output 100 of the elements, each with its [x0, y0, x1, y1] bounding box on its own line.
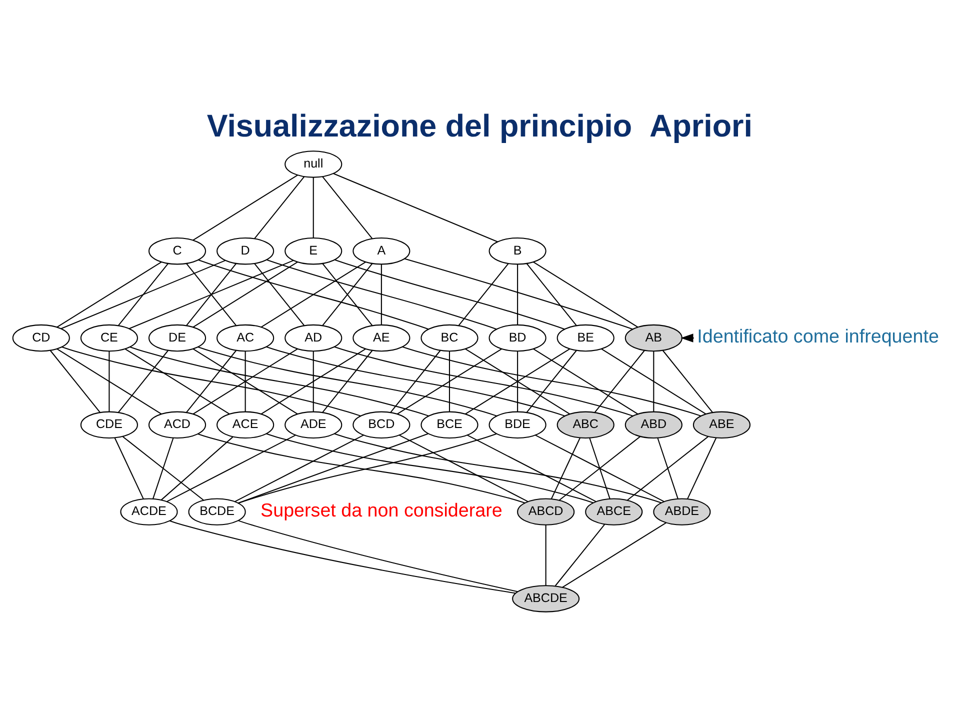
connector — [533, 262, 638, 328]
node-ellipse: ABC — [556, 411, 614, 439]
connector — [334, 259, 565, 330]
connector — [186, 350, 237, 413]
node-ellipse: BCDE — [188, 498, 246, 526]
node-ellipse: ABE — [692, 411, 751, 439]
connector — [312, 351, 314, 412]
connector — [62, 346, 361, 416]
connector — [130, 346, 429, 416]
node-ellipse: ACE — [216, 411, 274, 439]
node-ellipse: null — [284, 150, 342, 178]
connector — [192, 262, 298, 328]
node-ellipse: BDE — [488, 411, 546, 439]
connector — [550, 438, 581, 500]
connector — [562, 522, 666, 588]
connector — [129, 260, 294, 330]
connector — [334, 433, 662, 504]
node-ellipse: BCE — [420, 411, 478, 439]
connector — [56, 348, 162, 414]
connector — [118, 350, 168, 413]
connector — [533, 348, 638, 414]
connector — [238, 433, 428, 504]
connector — [402, 346, 702, 416]
connector — [152, 438, 174, 499]
node-ellipse: DE — [148, 324, 206, 352]
connector — [244, 351, 246, 412]
connector — [160, 436, 234, 500]
connector — [322, 350, 373, 413]
node-ellipse: AB — [624, 324, 682, 352]
node-ellipse: CDE — [80, 411, 138, 439]
connector — [458, 263, 509, 326]
connector — [517, 351, 518, 412]
connector — [589, 438, 610, 499]
node-ellipse: BD — [488, 324, 546, 352]
connector — [657, 438, 678, 499]
connector — [166, 434, 296, 502]
connector — [266, 346, 565, 416]
connector — [124, 348, 230, 414]
connector — [601, 348, 706, 414]
connector — [467, 434, 596, 502]
connector — [238, 520, 518, 592]
connector — [448, 351, 450, 412]
node-ellipse: ABCD — [517, 498, 575, 526]
connector — [254, 176, 305, 239]
connector — [234, 434, 364, 502]
node-ellipse: AE — [352, 324, 410, 352]
connector — [260, 348, 366, 414]
node-ellipse: ABCDE — [512, 585, 580, 612]
connector — [118, 263, 168, 326]
connector — [170, 520, 516, 594]
node-ellipse: A — [352, 238, 410, 265]
node-ellipse: CE — [80, 324, 138, 352]
connector — [545, 525, 546, 586]
connector — [266, 433, 594, 504]
connector — [312, 177, 314, 238]
connector — [396, 348, 502, 414]
connector — [662, 350, 713, 413]
connector — [198, 346, 497, 416]
connector — [260, 262, 366, 328]
connector — [333, 173, 498, 242]
node-ellipse: ADE — [284, 411, 342, 439]
connector — [192, 348, 298, 414]
connector — [60, 260, 226, 330]
label: Superset da non considerare — [260, 499, 502, 520]
connector — [266, 259, 497, 330]
node-ellipse: C — [148, 238, 206, 265]
connector — [108, 351, 110, 412]
connector — [322, 176, 373, 239]
connector — [554, 524, 606, 586]
node-ellipse: D — [216, 238, 274, 265]
connector — [50, 350, 100, 413]
node-ellipse: BC — [420, 324, 478, 352]
connector — [594, 350, 645, 413]
node-ellipse: CD — [12, 324, 70, 352]
connector — [192, 174, 298, 241]
node-ellipse: E — [284, 238, 342, 265]
connector — [380, 264, 382, 325]
diagram-title: Visualizzazione del principio Apriori — [206, 108, 752, 144]
connector — [198, 433, 525, 504]
connector — [687, 438, 717, 500]
connector — [399, 434, 528, 502]
connector — [559, 436, 640, 501]
connector — [526, 350, 577, 413]
connector — [56, 262, 162, 328]
connector — [122, 436, 204, 501]
node-ellipse: ABCE — [585, 498, 643, 526]
node-ellipse: AD — [284, 324, 342, 352]
node-ellipse: ACD — [148, 411, 206, 439]
connector — [404, 258, 633, 330]
connector — [334, 346, 634, 416]
node-ellipse: BCD — [352, 411, 410, 439]
node-ellipse: ACDE — [120, 498, 178, 526]
node-ellipse: ABDE — [653, 498, 711, 526]
connector — [390, 350, 441, 413]
connector — [526, 263, 577, 326]
connector — [535, 434, 664, 502]
connector — [627, 436, 708, 501]
node-ellipse: BE — [556, 324, 614, 352]
connector — [238, 433, 497, 504]
connector — [254, 263, 305, 326]
